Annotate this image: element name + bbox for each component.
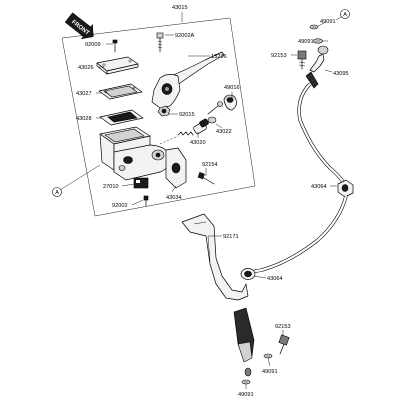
part-92002-screw xyxy=(143,195,149,207)
label-49091-second: 49091 xyxy=(298,39,314,45)
label-92015: 92015 xyxy=(179,112,195,118)
label-92009: 92009 xyxy=(85,42,101,48)
label-92002: 92002 xyxy=(112,203,128,209)
label-92153-top: 92153 xyxy=(271,53,287,59)
part-43064-hose-clamp-upper xyxy=(337,179,354,198)
label-43020: 43020 xyxy=(190,140,206,146)
label-43064-lower: 43064 xyxy=(267,276,283,282)
part-43034-bracket xyxy=(165,147,187,189)
part-49091-washer-2 xyxy=(313,38,323,44)
callout-a-right: A xyxy=(340,9,350,19)
part-13236-lever xyxy=(151,51,225,109)
part-49091-washer-lower xyxy=(263,353,273,359)
label-43028: 43028 xyxy=(76,116,92,122)
front-direction-badge: FRONT xyxy=(64,12,94,40)
label-43027: 43027 xyxy=(76,91,92,97)
part-49091-washer-top xyxy=(309,24,319,30)
part-92153-banjo-bolt-top xyxy=(297,50,307,70)
callout-a-right-text: A xyxy=(343,12,347,18)
part-43027-plate xyxy=(98,83,143,100)
label-43034: 43034 xyxy=(166,195,182,201)
part-43026-cap xyxy=(96,56,139,75)
label-43022: 43022 xyxy=(216,129,232,135)
part-49091-washer-bottom xyxy=(241,379,251,385)
part-92009-screw xyxy=(112,39,118,53)
label-43064-upper: 43064 xyxy=(311,184,327,190)
master-cylinder-body xyxy=(99,126,171,181)
callout-a-left: A xyxy=(52,187,62,197)
part-92002a-bolt xyxy=(156,32,164,53)
part-43095-hose-fitting xyxy=(305,45,329,89)
part-92153-banjo-bolt-lower xyxy=(278,334,290,355)
label-92153-lower: 92153 xyxy=(275,324,291,330)
part-43020-piston-kit xyxy=(159,116,217,145)
label-43095: 43095 xyxy=(333,71,349,77)
label-49091-bottom: 49091 xyxy=(238,392,254,398)
part-92015-nut xyxy=(157,105,171,117)
part-27010-switch xyxy=(133,177,149,189)
part-49016-boot xyxy=(223,94,237,111)
label-49091-top: 49091 xyxy=(320,19,336,25)
part-labels: 43015 92009 92002A 43026 13236 43027 490… xyxy=(76,5,349,398)
label-13236: 13236 xyxy=(211,54,227,60)
label-43015: 43015 xyxy=(172,5,188,11)
part-92154-bolt xyxy=(197,172,215,185)
label-49091-lower: 49091 xyxy=(262,369,278,375)
label-27010: 27010 xyxy=(103,184,119,190)
label-49016: 49016 xyxy=(224,85,240,91)
part-43022-rod xyxy=(207,101,223,115)
lower-hose-end xyxy=(233,307,255,377)
leader-lines xyxy=(59,12,345,389)
label-92171: 92171 xyxy=(223,234,239,240)
part-43064-hose-clamp-lower xyxy=(240,268,256,280)
brake-hose-lower xyxy=(245,195,348,276)
part-92171-bracket xyxy=(181,213,249,301)
label-43026: 43026 xyxy=(78,65,94,71)
part-43028-diaphragm xyxy=(99,109,144,126)
assembly-outline xyxy=(61,17,256,217)
label-92002a: 92002A xyxy=(175,33,195,39)
label-92154: 92154 xyxy=(202,162,218,168)
callout-a-left-text: A xyxy=(55,190,59,196)
